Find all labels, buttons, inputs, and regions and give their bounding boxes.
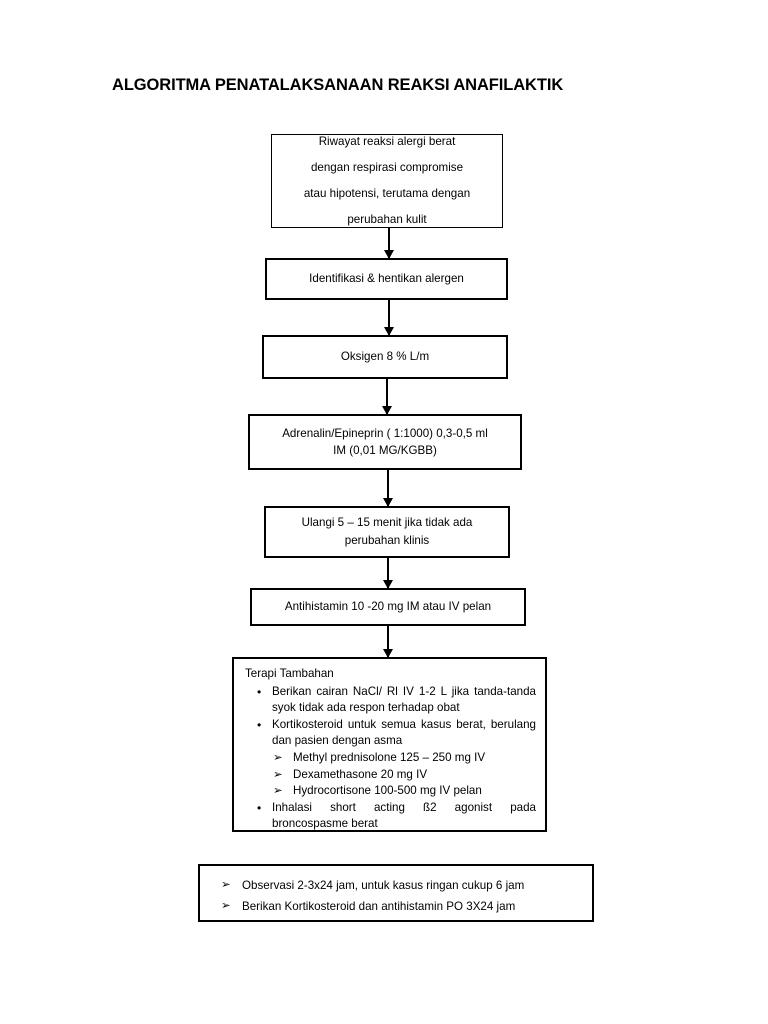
list-item-text: Berikan cairan NaCl/ Rl IV 1-2 L jika ta… [272,684,536,715]
down-arrow-icon [387,558,390,588]
flow-node-antihistamin-line-1: Antihistamin 10 -20 mg IM atau IV pelan [284,600,492,614]
flow-node-adrenalin-line-2: IM (0,01 MG/KGBB) [333,444,437,457]
sub-list-item-text: Hydrocortisone 100-500 mg IV pelan [293,784,482,798]
list-item: • Inhalasi short acting ß2 agonist pada … [245,800,536,833]
down-arrow-icon [388,300,391,335]
list-item: • Berikan cairan NaCl/ Rl IV 1-2 L jika … [245,684,536,717]
list-item-text: Kortikosteroid untuk semua kasus berat, … [272,717,536,748]
list-item-text: Inhalasi short acting ß2 agonist pada br… [272,800,536,831]
arrow-bullet-icon: ➢ [273,751,283,764]
flow-node-oksigen-line-1: Oksigen 8 % L/m [340,350,430,364]
flow-node-identifikasi-line-1: Identifikasi & hentikan alergen [309,272,464,286]
flow-node-antihistamin: Antihistamin 10 -20 mg IM atau IV pelan [250,588,526,626]
flow-node-riwayat-line-2: dengan respirasi compromise [310,161,464,174]
sub-list-item: ➢ Methyl prednisolone 125 – 250 mg IV [272,750,536,767]
flow-node-riwayat-line-4: perubahan kulit [347,213,427,226]
flow-node-riwayat: Riwayat reaksi alergi berat dengan respi… [271,134,503,228]
observasi-box: ➢ Observasi 2-3x24 jam, untuk kasus ring… [198,864,594,922]
list-item: ➢ Berikan Kortikosteroid dan antihistami… [217,896,582,917]
bullet-icon: • [257,684,262,699]
observasi-list: ➢ Observasi 2-3x24 jam, untuk kasus ring… [217,875,582,917]
bullet-icon: • [257,717,262,732]
arrow-bullet-icon: ➢ [221,879,231,891]
sub-list-item: ➢ Hydrocortisone 100-500 mg IV pelan [272,783,536,800]
arrow-bullet-icon: ➢ [273,768,283,781]
flow-node-riwayat-line-3: atau hipotensi, terutama dengan [303,187,471,200]
down-arrow-icon [387,470,390,506]
arrow-bullet-icon: ➢ [221,900,231,912]
sub-list-item-text: Dexamethasone 20 mg IV [293,767,428,781]
bullet-icon: • [257,800,262,815]
list-item: ➢ Observasi 2-3x24 jam, untuk kasus ring… [217,875,582,896]
flow-node-identifikasi: Identifikasi & hentikan alergen [265,258,508,300]
flow-node-ulangi-line-2: perubahan klinis [344,534,430,547]
flow-node-ulangi: Ulangi 5 – 15 menit jika tidak ada perub… [264,506,510,558]
page-title: ALGORITMA PENATALAKSANAAN REAKSI ANAFILA… [112,76,564,94]
flow-node-adrenalin: Adrenalin/Epineprin ( 1:1000) 0,3-0,5 ml… [248,414,522,470]
flow-node-ulangi-line-1: Ulangi 5 – 15 menit jika tidak ada [301,516,473,529]
flow-node-riwayat-line-1: Riwayat reaksi alergi berat [318,135,456,148]
list-item-text: Berikan Kortikosteroid dan antihistamin … [242,900,516,913]
sub-list-item: ➢ Dexamethasone 20 mg IV [272,767,536,784]
sub-list-item-text: Methyl prednisolone 125 – 250 mg IV [293,750,486,764]
flow-node-terapi-tambahan: Terapi Tambahan • Berikan cairan NaCl/ R… [232,657,547,832]
flow-node-adrenalin-line-1: Adrenalin/Epineprin ( 1:1000) 0,3-0,5 ml [282,427,488,440]
flow-node-oksigen: Oksigen 8 % L/m [262,335,508,379]
down-arrow-icon [386,379,389,414]
list-item: • Kortikosteroid untuk semua kasus berat… [245,717,536,800]
arrow-bullet-icon: ➢ [273,785,283,798]
down-arrow-icon [388,228,391,258]
down-arrow-icon [387,626,390,657]
terapi-tambahan-sublist: ➢ Methyl prednisolone 125 – 250 mg IV ➢ … [272,750,536,800]
terapi-tambahan-list: • Berikan cairan NaCl/ Rl IV 1-2 L jika … [245,684,536,833]
terapi-tambahan-heading: Terapi Tambahan [245,667,334,680]
list-item-text: Observasi 2-3x24 jam, untuk kasus ringan… [242,879,525,892]
